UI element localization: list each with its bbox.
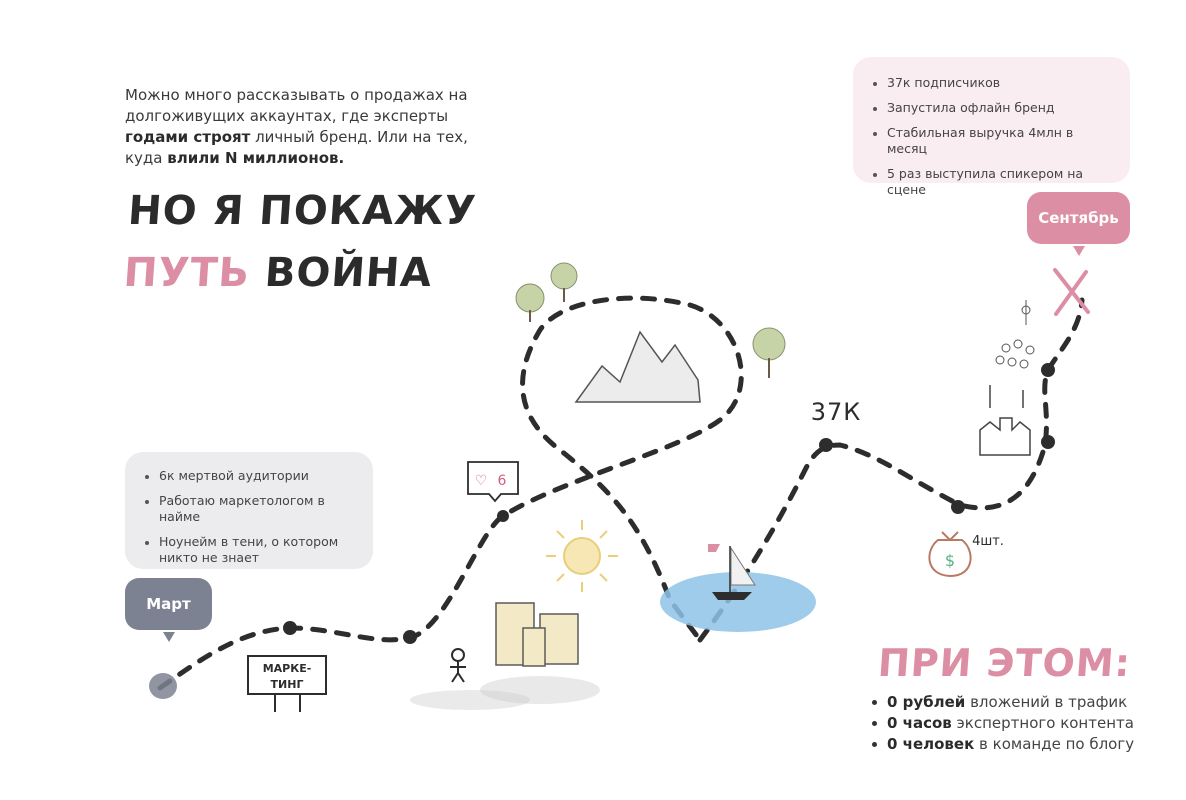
tree-icon — [550, 262, 578, 302]
start-marker — [149, 673, 177, 699]
intro-text: Можно много рассказывать о продажах на д… — [125, 86, 468, 167]
tree-icon — [752, 327, 786, 378]
money-bag-icon: $ — [928, 531, 972, 578]
route-dot — [1041, 363, 1055, 377]
sign-line-1: МАРКЕ- — [263, 662, 312, 675]
likes-badge: ♡ 6 — [467, 461, 519, 503]
sign-line-2: ТИНГ — [271, 678, 304, 691]
start-state-item: 6к мертвой аудитории — [145, 468, 355, 484]
summary-block: ПРИ ЭТОМ: 0 рублей вложений в трафик 0 ч… — [870, 640, 1170, 755]
factory-icon — [979, 385, 1031, 456]
crowd-icon — [995, 300, 1035, 369]
end-state-item: Запустила офлайн бренд — [873, 100, 1112, 116]
summary-item: 0 человек в команде по блогу — [870, 734, 1170, 755]
heart-icon: ♡ — [475, 473, 488, 489]
end-state-item: 5 раз выступила спикером на сцене — [873, 166, 1112, 198]
end-state-card: 37к подписчиков Запустила офлайн бренд С… — [853, 57, 1130, 197]
bag-count-label: 4шт. — [972, 534, 1004, 549]
dollar-sign: $ — [945, 551, 955, 570]
end-state-item: Стабильная выручка 4млн в месяц — [873, 125, 1112, 157]
boat-icon — [708, 544, 756, 600]
followers-label: 37К — [811, 398, 862, 426]
start-state-item: Работаю маркетологом в найме — [145, 493, 355, 525]
sun-icon — [546, 520, 618, 592]
route-dot — [403, 630, 417, 644]
summary-title: ПРИ ЭТОМ: — [876, 641, 1133, 685]
end-state-item: 37к подписчиков — [873, 75, 1112, 91]
end-month-bubble: Сентябрь — [1027, 192, 1130, 256]
route-dot — [497, 510, 509, 522]
marketing-sign: МАРКЕ- ТИНГ — [247, 655, 327, 712]
lake-icon — [660, 572, 816, 632]
route-dot — [951, 500, 965, 514]
likes-count: 6 — [498, 473, 507, 489]
intro-bold-1: годами строят — [125, 128, 251, 146]
route-path — [157, 295, 744, 691]
mountain-icon — [574, 330, 701, 403]
summary-item: 0 часов экспертного контента — [870, 713, 1170, 734]
route-dot — [1041, 435, 1055, 449]
city-icon — [480, 602, 600, 704]
intro-bold-2: влили N миллионов. — [167, 149, 345, 167]
start-month-bubble: Март — [125, 578, 212, 642]
route-dot — [819, 438, 833, 452]
person-icon — [450, 648, 466, 683]
route-dot — [283, 621, 297, 635]
start-state-card: 6к мертвой аудитории Работаю маркетолого… — [125, 452, 373, 569]
summary-item: 0 рублей вложений в трафик — [870, 692, 1170, 713]
tree-icon — [515, 283, 545, 322]
start-state-item: Ноунейм в тени, о котором никто не знает — [145, 534, 355, 566]
finish-mark — [1053, 268, 1090, 316]
